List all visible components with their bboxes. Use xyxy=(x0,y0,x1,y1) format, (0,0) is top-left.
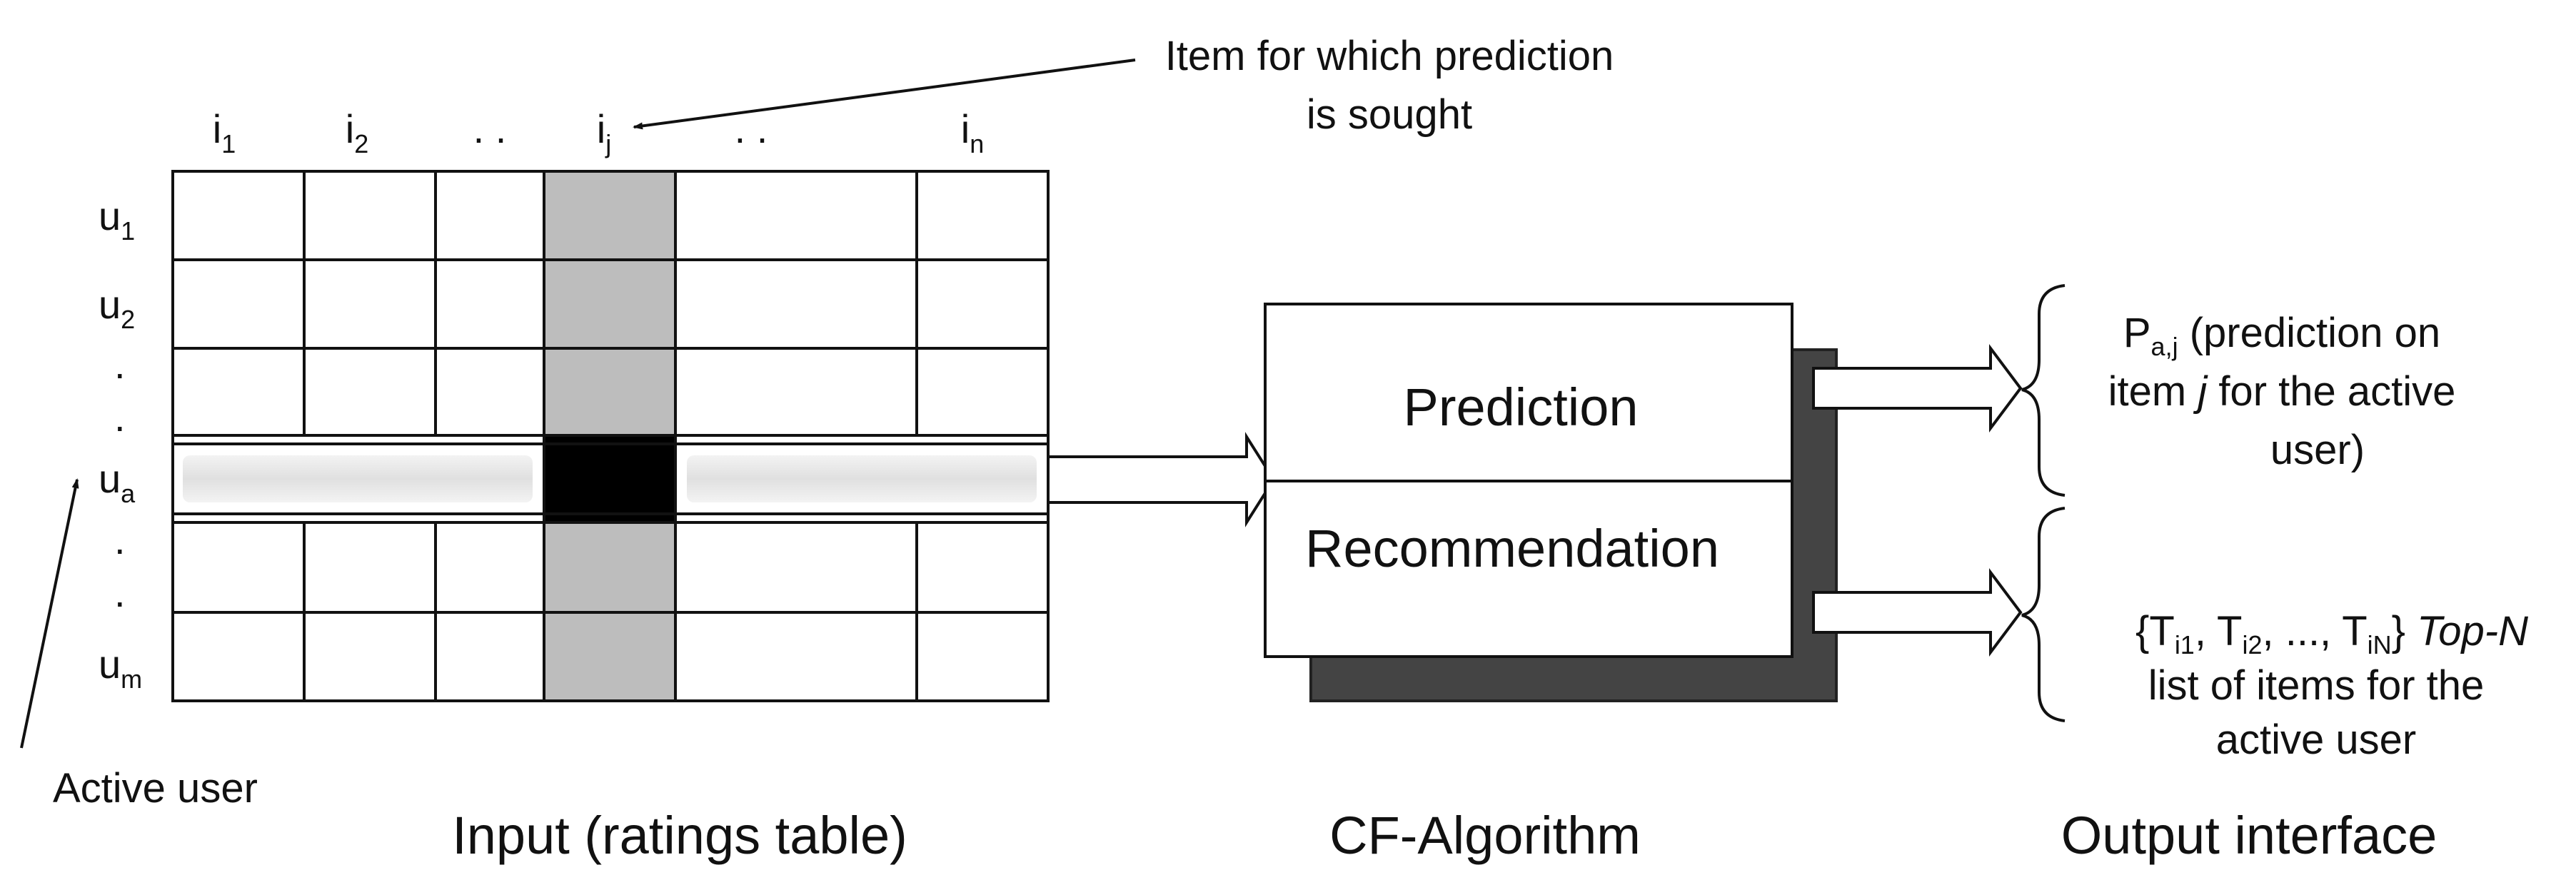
topn-output: {Ti1, Ti2, ..., TiN} Top-N list of items… xyxy=(2135,608,2528,763)
active-user-annotation: Active user xyxy=(20,478,258,811)
algorithm-caption: CF-Algorithm xyxy=(1329,806,1641,865)
item-header: ij xyxy=(597,106,611,158)
topn-output-line1: {Ti1, Ti2, ..., TiN} Top-N xyxy=(2135,608,2528,659)
prediction-label: Prediction xyxy=(1403,378,1638,437)
user-label: . xyxy=(114,342,126,387)
active-user-label: Active user xyxy=(53,765,258,811)
prediction-output-line3: user) xyxy=(2270,427,2365,473)
item-header: i2 xyxy=(346,106,368,158)
prediction-output: Pa,j (prediction on item j for the activ… xyxy=(2108,310,2456,473)
user-labels: u1 u2 . . ua . . um xyxy=(99,193,142,694)
recommendation-output-arrow xyxy=(1812,568,2023,657)
recommendation-brace xyxy=(2021,507,2066,722)
item-annotation: Item for which prediction is sought xyxy=(633,33,1614,138)
prediction-brace xyxy=(2021,284,2066,497)
item-annotation-arrow xyxy=(633,59,1136,130)
cf-algorithm-box: Prediction Recommendation xyxy=(1264,303,1838,702)
user-label: u2 xyxy=(99,282,135,334)
item-annotation-line1: Item for which prediction xyxy=(1165,33,1614,79)
user-label: ua xyxy=(99,456,136,508)
item-headers: i1 i2 . . ij . . in xyxy=(213,106,984,158)
input-caption: Input (ratings table) xyxy=(452,806,907,865)
item-annotation-line2: is sought xyxy=(1307,91,1472,138)
user-label: . xyxy=(114,570,126,615)
user-label: um xyxy=(99,642,142,694)
input-to-algorithm-arrow xyxy=(1047,432,1276,527)
topn-output-line2: list of items for the xyxy=(2148,662,2485,709)
user-label: . xyxy=(114,517,126,562)
item-header: i1 xyxy=(213,106,236,158)
prediction-target-cell xyxy=(544,435,675,522)
active-user-arrow xyxy=(20,478,79,749)
topn-output-line3: active user xyxy=(2216,717,2416,763)
active-user-row-bar-left xyxy=(183,455,533,502)
item-header: . . xyxy=(473,106,507,151)
user-label: . xyxy=(114,395,126,440)
user-label: u1 xyxy=(99,193,135,246)
output-caption: Output interface xyxy=(2061,806,2437,865)
ratings-table xyxy=(171,170,1050,702)
recommendation-label: Recommendation xyxy=(1305,519,1719,578)
prediction-output-line2: item j for the active xyxy=(2108,368,2456,415)
prediction-output-line1: Pa,j (prediction on xyxy=(2123,310,2440,361)
prediction-output-arrow xyxy=(1812,344,2023,433)
item-header: in xyxy=(961,106,984,158)
active-user-row-bar-right xyxy=(687,455,1037,502)
